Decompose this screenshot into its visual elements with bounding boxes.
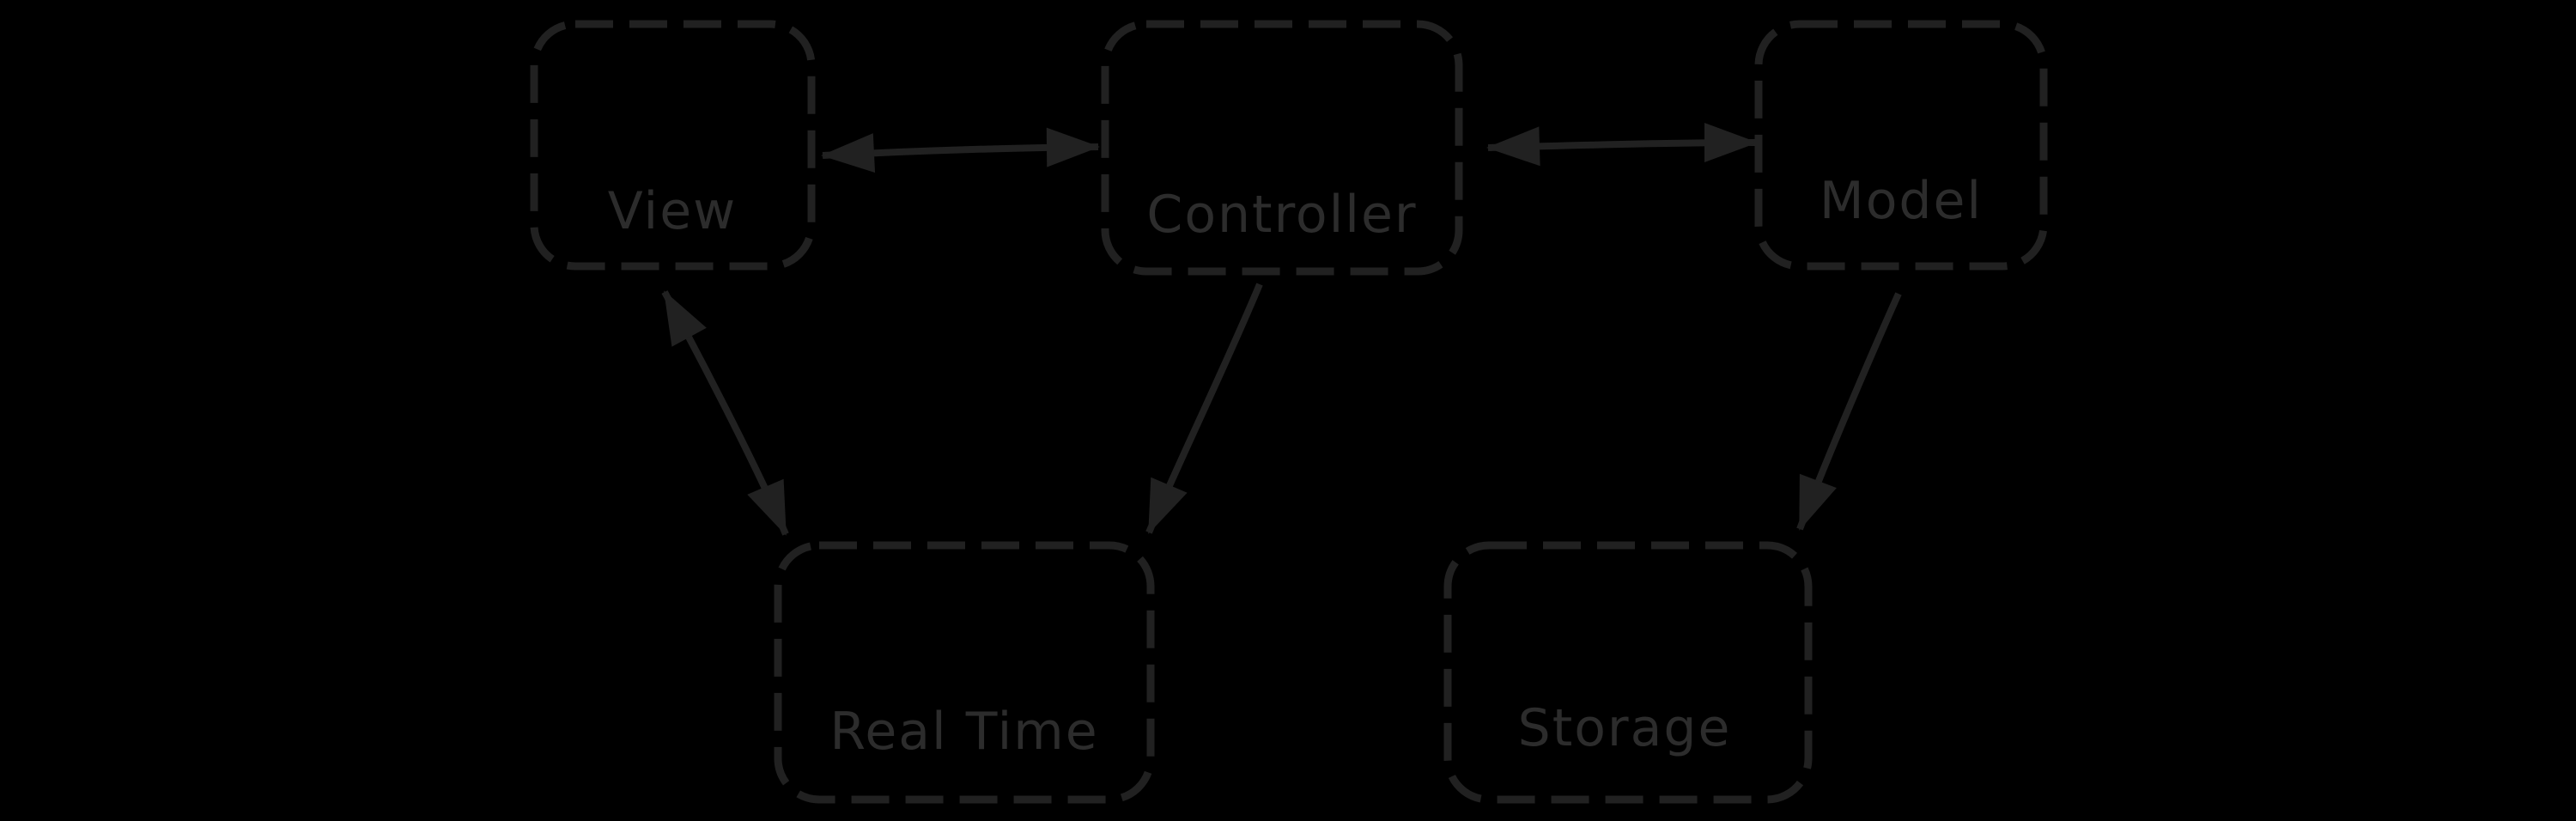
node-label-view: View — [608, 181, 737, 241]
node-box-storage — [1443, 541, 1813, 804]
node-model: Model — [1754, 20, 2048, 271]
node-view: View — [530, 20, 816, 271]
node-box-controller — [1101, 20, 1463, 276]
node-real-time: Real Time — [774, 541, 1155, 804]
node-label-model: Model — [1820, 171, 1983, 231]
node-box-view — [530, 20, 816, 271]
node-label-real-time: Real Time — [829, 702, 1098, 762]
node-storage: Storage — [1443, 541, 1813, 804]
node-label-storage: Storage — [1518, 698, 1732, 758]
edge-model-storage — [1796, 292, 1902, 531]
node-box-real-time — [774, 541, 1155, 804]
edge-controller-real-time — [1145, 283, 1263, 534]
edge-view-real-time — [661, 290, 789, 536]
node-box-model — [1754, 20, 2048, 271]
edges — [661, 123, 1902, 536]
edge-controller-model — [1486, 123, 1758, 167]
edge-view-controller — [821, 127, 1100, 173]
node-controller: Controller — [1101, 20, 1463, 276]
node-label-controller: Controller — [1146, 185, 1417, 245]
